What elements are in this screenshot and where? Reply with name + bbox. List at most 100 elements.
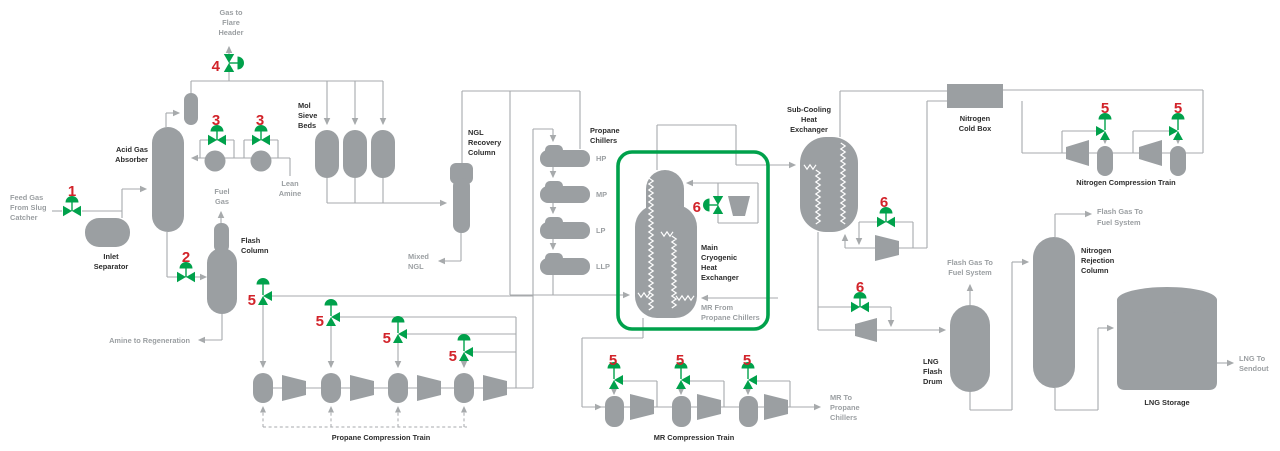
svg-text:Sendout: Sendout xyxy=(1239,364,1269,373)
svg-text:Beds: Beds xyxy=(298,121,316,130)
valve-5-mr-2[interactable]: 5 xyxy=(673,352,691,390)
label-lng-flash-drum: LNG xyxy=(923,357,939,366)
label-propane-chillers: Propane xyxy=(590,126,620,135)
valve-number: 5 xyxy=(383,330,391,347)
label-lean-amine: Lean xyxy=(281,179,299,188)
mol-sieve-bed-1 xyxy=(315,130,339,178)
mr-drum-2 xyxy=(672,396,691,427)
flare-ko-drum xyxy=(184,93,198,125)
valve-4-flare[interactable]: 4 xyxy=(212,53,245,75)
c3-compressor-1 xyxy=(282,375,306,401)
svg-text:Exchanger: Exchanger xyxy=(701,273,739,282)
valve-number: 5 xyxy=(743,352,751,369)
label-chiller-mp: MP xyxy=(596,190,607,199)
mr-compressor-3 xyxy=(764,394,788,420)
ngl-column-body xyxy=(453,178,470,233)
propane-chiller-mp xyxy=(540,181,590,203)
label-n2-train: Nitrogen Compression Train xyxy=(1076,178,1176,187)
valve-number: 2 xyxy=(182,249,190,266)
valve-5-mr-3[interactable]: 5 xyxy=(740,352,758,390)
valve-6-mche[interactable]: 6 xyxy=(693,195,724,216)
label-amine-regen: Amine to Regeneration xyxy=(109,336,190,345)
svg-text:Flare: Flare xyxy=(222,18,240,27)
c3-drum-2 xyxy=(321,373,341,403)
svg-text:Fuel System: Fuel System xyxy=(1097,218,1141,227)
labels: Gas to Flare Header Feed Gas From Slug C… xyxy=(10,8,1269,442)
svg-text:Absorber: Absorber xyxy=(115,155,148,164)
sub-cooling-heat-exchanger xyxy=(800,137,858,232)
label-mixed-ngl: Mixed xyxy=(408,252,429,261)
nitrogen-rejection-column-vessel xyxy=(1033,237,1075,388)
flash-column-vessel xyxy=(207,248,237,314)
valve-number: 5 xyxy=(316,313,324,330)
label-nrc: Nitrogen xyxy=(1081,246,1112,255)
svg-text:Chillers: Chillers xyxy=(830,413,857,422)
valve-5-n2-1[interactable]: 5 xyxy=(1095,100,1113,141)
label-fuel-gas: Fuel xyxy=(214,187,229,196)
acid-gas-absorber-vessel xyxy=(152,127,184,232)
label-feed-gas: Feed Gas xyxy=(10,193,43,202)
svg-text:Catcher: Catcher xyxy=(10,213,38,222)
valve-3-amine-1[interactable]: 3 xyxy=(207,112,227,146)
label-mche: Main xyxy=(701,243,718,252)
n2-compressor-1 xyxy=(1066,140,1089,166)
label-mr-train: MR Compression Train xyxy=(654,433,735,442)
label-ngl-column: NGL xyxy=(468,128,484,137)
valve-number: 4 xyxy=(212,58,221,75)
label-acid-gas-absorber: Acid Gas xyxy=(116,145,148,154)
valve-1-feed[interactable]: 1 xyxy=(62,183,82,217)
label-lng-storage: LNG Storage xyxy=(1144,398,1189,407)
label-cold-box: Nitrogen xyxy=(960,114,991,123)
valve-5-propane-2[interactable]: 5 xyxy=(316,298,341,330)
label-propane-train: Propane Compression Train xyxy=(332,433,431,442)
svg-text:From Slug: From Slug xyxy=(10,203,47,212)
valve-number: 3 xyxy=(212,112,220,129)
svg-text:Column: Column xyxy=(241,246,269,255)
valve-number: 3 xyxy=(256,112,264,129)
valve-3-amine-2[interactable]: 3 xyxy=(251,112,271,146)
propane-chiller-lp xyxy=(540,217,590,239)
lng-storage-tank xyxy=(1117,287,1217,390)
n2-drum-2 xyxy=(1170,146,1186,176)
valve-number: 1 xyxy=(68,183,76,200)
svg-text:Gas: Gas xyxy=(215,197,229,206)
svg-text:Exchanger: Exchanger xyxy=(790,125,828,134)
c3-drum-1 xyxy=(253,373,273,403)
label-mol-sieve: Mol xyxy=(298,101,311,110)
mr-drum-3 xyxy=(739,396,758,427)
c3-drum-3 xyxy=(388,373,408,403)
valve-6-lng-letdown[interactable]: 6 xyxy=(850,279,870,313)
valve-number: 6 xyxy=(856,279,864,296)
label-chiller-lp: LP xyxy=(596,226,606,235)
flash-column-neck xyxy=(214,223,229,253)
valve-5-propane-4[interactable]: 5 xyxy=(449,333,474,365)
mr-compressor-2 xyxy=(697,394,721,420)
label-chiller-llp: LLP xyxy=(596,262,610,271)
c3-compressor-3 xyxy=(417,375,441,401)
amine-pump-1 xyxy=(204,150,226,172)
label-flash-column: Flash xyxy=(241,236,261,245)
propane-chiller-llp xyxy=(540,253,590,275)
valve-5-n2-2[interactable]: 5 xyxy=(1168,100,1186,141)
label-mr-from: MR From xyxy=(701,303,733,312)
valve-5-mr-1[interactable]: 5 xyxy=(606,352,624,390)
valve-5-propane-3[interactable]: 5 xyxy=(383,315,408,347)
c3-compressor-4 xyxy=(483,375,507,401)
svg-text:Column: Column xyxy=(468,148,496,157)
mche-highlight-box xyxy=(616,150,770,331)
valve-number: 5 xyxy=(1174,100,1182,117)
mr-drum-1 xyxy=(605,396,624,427)
valve-6-n2-compander[interactable]: 6 xyxy=(876,194,896,228)
svg-text:Flash: Flash xyxy=(923,367,943,376)
amine-pump-2 xyxy=(250,150,272,172)
svg-text:Rejection: Rejection xyxy=(1081,256,1115,265)
valve-number: 5 xyxy=(248,292,256,309)
valve-2-absorber-bottoms[interactable]: 2 xyxy=(176,249,196,283)
label-mr-to: MR To xyxy=(830,393,853,402)
valve-5-propane-1[interactable]: 5 xyxy=(248,277,273,309)
valve-number: 5 xyxy=(449,348,457,365)
label-lng-sendout: LNG To xyxy=(1239,354,1266,363)
c3-drum-4 xyxy=(454,373,474,403)
lng-flash-drum-vessel xyxy=(950,305,990,392)
